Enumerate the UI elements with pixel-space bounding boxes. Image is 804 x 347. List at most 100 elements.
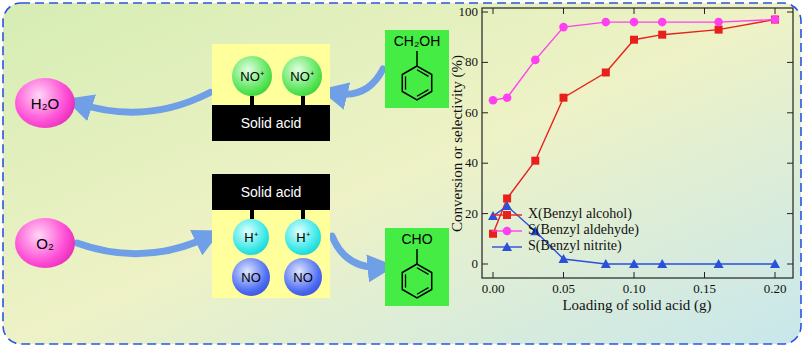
species-label: NO bbox=[293, 270, 313, 285]
benzaldehyde-box: CHO bbox=[385, 228, 449, 306]
circle-marker bbox=[503, 227, 512, 236]
square-marker bbox=[531, 157, 539, 165]
tick-label: 20 bbox=[465, 206, 478, 222]
species-label: H⁺ bbox=[244, 228, 257, 246]
nitric-oxide-circle: NO bbox=[284, 258, 322, 296]
reactant-ellipse: H₂O bbox=[15, 78, 75, 128]
double-bond bbox=[417, 90, 428, 97]
square-marker bbox=[715, 26, 723, 34]
circle-marker bbox=[503, 93, 512, 102]
tick-label: 100 bbox=[459, 4, 479, 20]
double-bond bbox=[405, 274, 406, 287]
tick bbox=[704, 8, 705, 14]
bar-label: Solid acid bbox=[241, 115, 302, 131]
tick bbox=[787, 12, 793, 13]
species-label: NO⁺ bbox=[240, 67, 264, 85]
tick bbox=[787, 62, 793, 63]
square-marker bbox=[560, 94, 568, 102]
tick-label: 60 bbox=[465, 105, 478, 121]
tick bbox=[787, 213, 793, 214]
tick bbox=[704, 272, 705, 278]
nitrosonium-circle: NO⁺ bbox=[282, 56, 322, 96]
species-label: H₂O bbox=[31, 95, 59, 112]
tick bbox=[482, 213, 488, 214]
triangle-marker bbox=[629, 259, 639, 268]
bond-stick bbox=[250, 210, 254, 219]
square-marker bbox=[771, 16, 779, 24]
triangle-marker bbox=[601, 259, 611, 268]
tick-label: 0.15 bbox=[693, 281, 716, 297]
bond-stick bbox=[250, 96, 254, 105]
circle-marker bbox=[531, 56, 540, 65]
tick bbox=[787, 112, 793, 113]
tick bbox=[482, 12, 488, 13]
tick-label: 80 bbox=[465, 54, 478, 70]
tick bbox=[775, 272, 776, 278]
formula-label: CH₂OH bbox=[394, 33, 441, 49]
tick-label: 0.00 bbox=[482, 281, 505, 297]
tick bbox=[482, 112, 488, 113]
species-label: NO bbox=[241, 270, 261, 285]
legend-text: X(Benzyl alcohol) bbox=[528, 206, 632, 222]
bond-stick bbox=[301, 210, 305, 219]
benzyl-alcohol-box: CH₂OH bbox=[385, 30, 449, 108]
substituent-bond bbox=[416, 249, 418, 264]
plot-frame bbox=[482, 8, 793, 278]
triangle-marker bbox=[770, 259, 780, 268]
reactant-ellipse: O₂ bbox=[15, 218, 75, 268]
tick-label: 40 bbox=[465, 155, 478, 171]
species-label: O₂ bbox=[36, 235, 54, 252]
square-marker bbox=[503, 211, 511, 219]
double-bond bbox=[417, 268, 428, 275]
species-label: NO⁺ bbox=[290, 67, 314, 85]
data-line bbox=[493, 206, 775, 264]
catalyst-panel: Solid acidH⁺ H⁺ NO NO bbox=[212, 174, 330, 298]
tick bbox=[493, 272, 494, 278]
triangle-marker bbox=[502, 201, 512, 210]
substituent-bond bbox=[416, 51, 418, 66]
curved-arrow bbox=[77, 236, 210, 254]
tick bbox=[482, 163, 488, 164]
nitric-oxide-circle: NO bbox=[232, 258, 270, 296]
tick bbox=[563, 8, 564, 14]
tick bbox=[493, 8, 494, 14]
bond-stick bbox=[301, 96, 305, 105]
data-line bbox=[493, 20, 775, 234]
curved-arrow bbox=[332, 69, 383, 94]
circle-marker bbox=[714, 18, 723, 27]
circle-marker bbox=[771, 15, 780, 24]
bar-label: Solid acid bbox=[241, 184, 302, 200]
square-marker bbox=[630, 36, 638, 44]
curved-arrow bbox=[332, 236, 383, 267]
nitrosonium-circle: NO⁺ bbox=[232, 56, 272, 96]
square-marker bbox=[602, 68, 610, 76]
tick bbox=[482, 62, 488, 63]
formula-label: CHO bbox=[401, 231, 432, 247]
circle-marker bbox=[489, 96, 498, 105]
tick-label: 0.05 bbox=[552, 281, 575, 297]
triangle-marker bbox=[714, 259, 724, 268]
axis-title: Conversion or selectivity (%) bbox=[449, 54, 466, 231]
axis-title: Loading of solid acid (g) bbox=[562, 297, 711, 314]
dashed-frame bbox=[3, 3, 801, 344]
double-bond bbox=[405, 76, 406, 89]
proton-circle: H⁺ bbox=[285, 219, 321, 255]
tick bbox=[634, 272, 635, 278]
tick bbox=[787, 264, 793, 265]
circle-marker bbox=[630, 18, 639, 27]
double-bond bbox=[417, 70, 428, 77]
tick bbox=[634, 8, 635, 14]
tick bbox=[775, 8, 776, 14]
tick-label: 0.10 bbox=[623, 281, 646, 297]
circle-marker bbox=[658, 18, 667, 27]
ring-bond bbox=[402, 264, 431, 298]
curved-arrow bbox=[77, 93, 210, 113]
triangle-marker bbox=[559, 254, 569, 263]
circle-marker bbox=[602, 18, 611, 27]
tick bbox=[787, 163, 793, 164]
species-label: H⁺ bbox=[296, 228, 309, 246]
triangle-marker bbox=[657, 259, 667, 268]
legend-text: S(Benzyl nitrite) bbox=[528, 238, 622, 254]
ring-bond bbox=[402, 66, 431, 100]
